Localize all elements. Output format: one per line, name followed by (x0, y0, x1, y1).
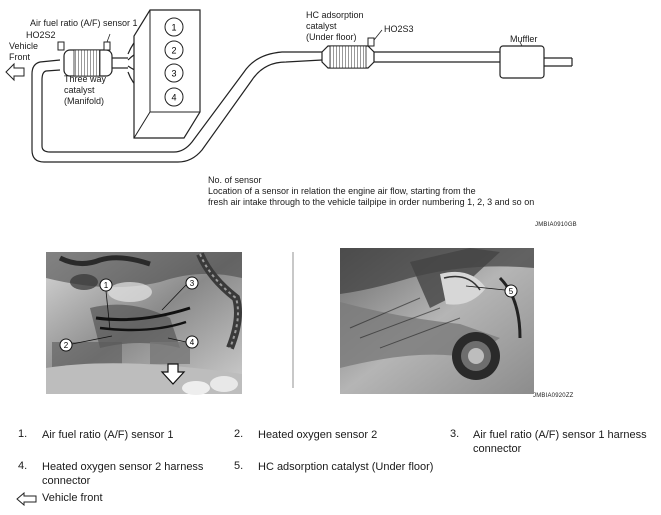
legend-5-number: 5. (234, 460, 244, 472)
callout-5-label: 5 (509, 287, 514, 296)
cylinder-4-circle (164, 87, 184, 107)
ho2s3-marker (367, 37, 375, 47)
figure-code-top: JMBIA0910GB (535, 222, 577, 228)
callout-4-label: 4 (190, 338, 195, 347)
photo-panels: 1 2 3 4 5 (46, 248, 534, 395)
legend-front-arrow-icon (16, 492, 37, 506)
callout-2-label: 2 (64, 341, 69, 350)
muffler-body (499, 45, 545, 79)
figure-code-bottom: JMBIA0920ZZ (533, 393, 574, 399)
cylinder-3-circle (164, 63, 184, 83)
note-line-3: fresh air intake through to the vehicle … (208, 197, 535, 207)
legend-1-number: 1. (18, 428, 28, 440)
legend-2-number: 2. (234, 428, 244, 440)
cylinder-1-circle (164, 17, 184, 37)
legend-3-text-line-2: connector (473, 443, 522, 455)
vehicle-label: Vehicle (9, 41, 39, 51)
ho2s2-label: HO2S2 (26, 30, 56, 40)
hc-catalyst-core (329, 45, 367, 69)
vehicle-front-arrow-icon (5, 62, 25, 82)
cylinder-1-label: 1 (171, 23, 176, 33)
legend-vehicle-front-text: Vehicle front (42, 492, 103, 504)
legend-3-text-line-1: Air fuel ratio (A/F) sensor 1 harness (473, 429, 647, 441)
note-line-2: Location of a sensor in relation the eng… (208, 186, 476, 196)
legend-5-text: HC adsorption catalyst (Under floor) (258, 461, 434, 473)
callout-5-circle (504, 284, 518, 298)
note-line-1: No. of sensor (208, 175, 262, 185)
af-sensor-1-label: Air fuel ratio (A/F) sensor 1 (30, 18, 138, 28)
hc-catalyst-line-2: catalyst (306, 21, 337, 31)
exhaust-pipe-outer (31, 59, 323, 163)
legend-1-text: Air fuel ratio (A/F) sensor 1 (42, 429, 174, 441)
exhaust-pipe-inner (41, 51, 322, 153)
cylinder-2-label: 2 (171, 46, 176, 56)
muffler-label: Muffler (510, 34, 538, 44)
ho2s2-marker (57, 41, 65, 51)
legend-2-text: Heated oxygen sensor 2 (258, 429, 378, 441)
legend-4-text-line-2: connector (42, 475, 91, 487)
photo-front-arrow-icon (160, 363, 186, 385)
engine-bay-photo (46, 252, 242, 395)
hc-catalyst-line-3: (Under floor) (306, 32, 357, 42)
cylinder-3-label: 3 (171, 69, 176, 79)
callout-3-circle (185, 276, 199, 290)
legend-4-number: 4. (18, 460, 28, 472)
cylinder-4-label: 4 (171, 93, 176, 103)
legend-3-number: 3. (450, 428, 460, 440)
callout-1-label: 1 (104, 281, 109, 290)
af-sensor-1-marker (103, 41, 111, 51)
ho2s3-label: HO2S3 (384, 24, 414, 34)
hc-catalyst-line-1: HC adsorption (306, 10, 364, 20)
cylinder-2-circle (164, 40, 184, 60)
legend-4-text-line-1: Heated oxygen sensor 2 harness (42, 461, 204, 473)
three-way-catalyst-core (73, 49, 101, 77)
three-way-line-1: Three way (64, 74, 107, 84)
callout-3-label: 3 (190, 279, 195, 288)
callout-2-circle (59, 338, 73, 352)
front-label: Front (9, 52, 31, 62)
three-way-line-2: catalyst (64, 85, 95, 95)
underfloor-photo (340, 248, 534, 394)
three-way-line-3: (Manifold) (64, 96, 105, 106)
exhaust-schematic: 1 2 3 4 (5, 9, 573, 163)
